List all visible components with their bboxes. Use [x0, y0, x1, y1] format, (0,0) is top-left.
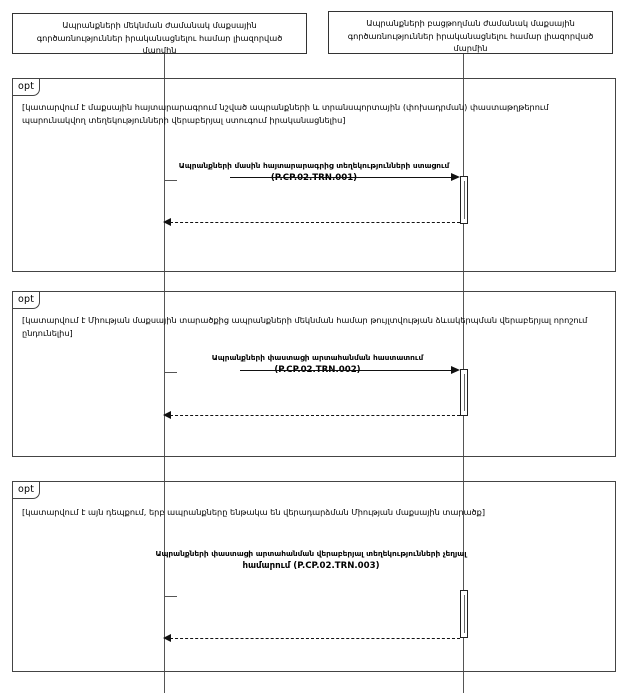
message-label-2: Ապրանքների փաստացի արտահանման հաստատում … [175, 353, 460, 376]
activation-bar-3 [460, 590, 468, 638]
participant-departure-customs-authority[interactable]: Ապրանքների մեկնման ժամանակ մաքսային գործ… [12, 13, 307, 54]
message-code-3: համարում (P.CP.02.TRN.003) [242, 560, 380, 571]
return-arrow-line-1 [170, 222, 460, 223]
caller-execution-bracket-2 [164, 372, 177, 416]
fragment-guard-1: [կատարվում է մաքսային հայտարարագրում նշվ… [22, 102, 549, 126]
call-arrow-line-2 [240, 370, 455, 371]
message-name-3: Ապրանքների փաստացի արտահանման վերաբերյալ… [155, 549, 467, 558]
message-label-1: Ապրանքների մասին հայտարարագրից տեղեկությ… [168, 161, 460, 184]
return-arrow-head-1 [163, 218, 171, 226]
call-arrow-line-1 [230, 177, 455, 178]
call-arrow-head-1 [451, 173, 460, 181]
return-arrow-line-2 [170, 415, 460, 416]
fragment-guard-2: [կատարվում է Միության մաքսային տարածքից … [22, 315, 588, 339]
opt-fragment-1[interactable]: opt [կատարվում է մաքսային հայտարարագրում… [12, 78, 616, 272]
caller-execution-bracket-3 [164, 596, 177, 639]
fragment-operator-label-2: opt [13, 292, 41, 309]
message-name-1: Ապրանքների մասին հայտարարագրից տեղեկությ… [178, 161, 450, 170]
fragment-operator-label-1: opt [13, 79, 41, 96]
activation-bar-2 [460, 369, 468, 416]
opt-fragment-3[interactable]: opt [կատարվում է այն դեպքում, երբ ապրանք… [12, 481, 616, 672]
call-arrow-head-2 [451, 366, 460, 374]
participant-release-customs-authority[interactable]: Ապրանքների բացթողման ժամանակ մաքսային գո… [328, 11, 613, 54]
message-label-3: Ապրանքների փաստացի արտահանման վերաբերյալ… [152, 549, 470, 572]
opt-fragment-2[interactable]: opt [կատարվում է Միության մաքսային տարած… [12, 291, 616, 457]
return-arrow-head-2 [163, 411, 171, 419]
message-name-2: Ապրանքների փաստացի արտահանման հաստատում [211, 353, 424, 362]
fragment-guard-3: [կատարվում է այն դեպքում, երբ ապրանքները… [22, 507, 486, 517]
return-arrow-line-3 [170, 638, 460, 639]
message-code-2: (P.CP.02.TRN.002) [274, 364, 361, 375]
caller-execution-bracket-1 [164, 180, 177, 222]
return-arrow-head-3 [163, 634, 171, 642]
fragment-operator-label-3: opt [13, 482, 41, 499]
activation-bar-1 [460, 176, 468, 224]
